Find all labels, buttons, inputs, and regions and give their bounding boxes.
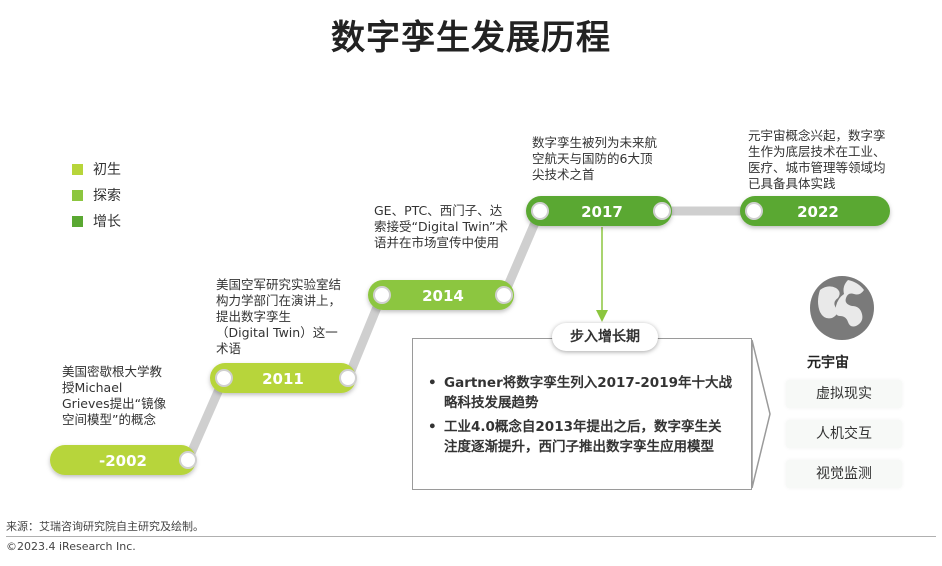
metaverse-item: 视觉监测 xyxy=(786,460,902,488)
milestone-2011: 2011 xyxy=(210,363,357,393)
milestone-desc-2017: 数字孪生被列为未来航空航天与国防的6大顶尖技术之首 xyxy=(532,135,658,182)
source-note: 来源：艾瑞咨询研究院自主研究及绘制。 xyxy=(6,520,204,533)
milestone-node xyxy=(179,451,197,469)
legend-label: 探索 xyxy=(93,188,121,204)
legend-swatch xyxy=(72,215,83,227)
arrow-head-icon xyxy=(596,310,608,322)
legend-item-growth: 增长 xyxy=(72,208,121,234)
connector-line xyxy=(183,373,229,465)
copyright: ©2023.4 iResearch Inc. xyxy=(6,540,136,553)
list-item: Gartner将数字孪生列入2017-2019年十大战略科技发展趋势 xyxy=(424,373,734,413)
milestone-year: 2011 xyxy=(262,370,304,388)
legend-item-explore: 探索 xyxy=(72,182,121,208)
milestone-2017: 2017 xyxy=(526,196,672,226)
legend-label: 初生 xyxy=(93,162,121,178)
metaverse-item: 人机交互 xyxy=(786,420,902,448)
footer-divider xyxy=(6,536,936,537)
milestone-year: 2017 xyxy=(581,203,623,221)
legend-item-initial: 初生 xyxy=(72,156,121,182)
milestone-pill xyxy=(210,363,356,393)
milestone-node xyxy=(373,286,391,304)
milestone-desc-2011: 美国空军研究实验室结构力学部门在演讲上，提出数字孪生（Digital Twin）… xyxy=(216,277,342,356)
milestone-2014: 2014 xyxy=(368,280,514,310)
milestone-pill xyxy=(368,280,514,310)
milestone-node xyxy=(653,202,671,220)
milestone-pill xyxy=(740,196,890,226)
connector-line xyxy=(499,206,545,300)
milestone-node xyxy=(215,369,233,387)
page-title: 数字孪生发展历程 xyxy=(331,18,611,58)
milestone-node xyxy=(531,202,549,220)
milestone-2022: 2022 xyxy=(740,196,890,226)
growth-period-list: Gartner将数字孪生列入2017-2019年十大战略科技发展趋势 工业4.0… xyxy=(424,373,734,461)
milestone-node xyxy=(339,369,357,387)
connector-line xyxy=(343,290,387,383)
milestone-desc-2014: GE、PTC、西门子、达索接受“Digital Twin”术语并在市场宣传中使用 xyxy=(374,203,508,250)
legend: 初生 探索 增长 xyxy=(72,156,121,234)
milestone-year: -2002 xyxy=(99,452,147,470)
metaverse-item: 虚拟现实 xyxy=(786,380,902,408)
milestone-year: 2022 xyxy=(797,203,839,221)
metaverse-title: 元宇宙 xyxy=(807,355,849,371)
legend-label: 增长 xyxy=(93,214,121,230)
milestone-node xyxy=(745,202,763,220)
legend-swatch xyxy=(72,163,83,175)
globe-icon xyxy=(810,276,874,340)
chevron-right-icon xyxy=(751,339,771,489)
milestone-desc-2022: 元宇宙概念兴起，数字孪生作为底层技术在工业、医疗、城市管理等领域均已具备具体实践 xyxy=(748,128,886,191)
milestone-pill xyxy=(50,445,196,475)
legend-swatch xyxy=(72,189,83,201)
milestone-desc-2002: 美国密歇根大学教授Michael Grieves提出“镜像空间模型”的概念 xyxy=(62,364,167,427)
milestone-node xyxy=(495,286,513,304)
milestone-2002: -2002 xyxy=(50,445,197,475)
list-item: 工业4.0概念自2013年提出之后，数字孪生关注度逐渐提升，西门子推出数字孪生应… xyxy=(424,417,734,457)
milestone-pill xyxy=(526,196,672,226)
milestone-year: 2014 xyxy=(422,287,464,305)
growth-period-label: 步入增长期 xyxy=(552,323,658,351)
